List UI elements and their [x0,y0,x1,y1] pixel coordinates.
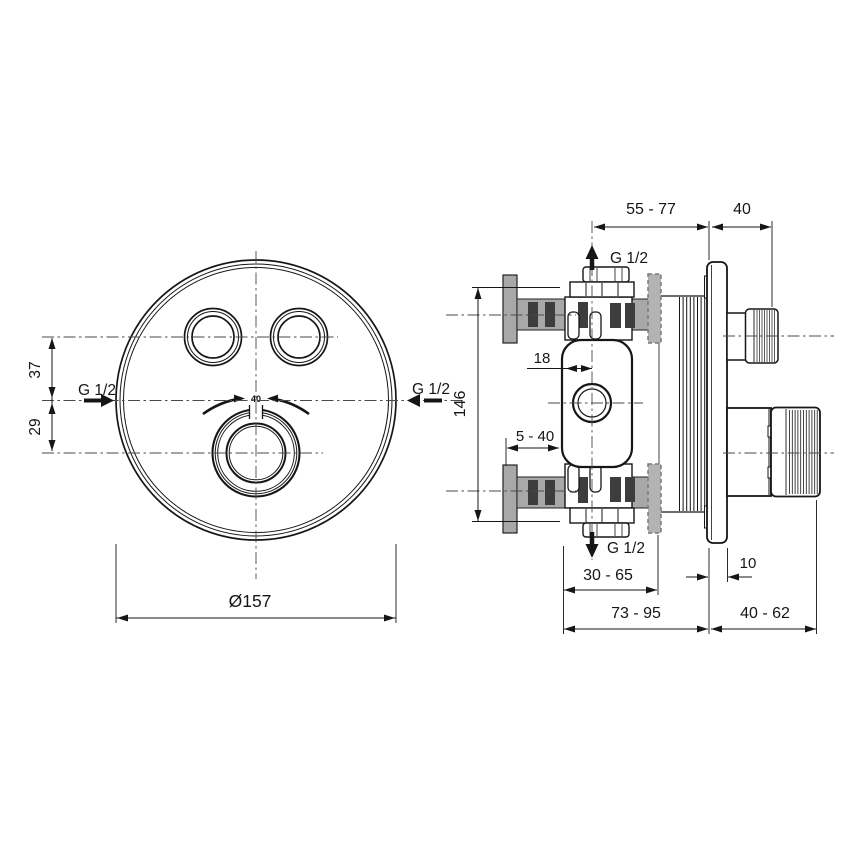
dim-10-label: 10 [740,555,757,572]
rotation-arrow-right-icon [267,394,310,416]
body-flange-bottom [564,463,635,509]
right-connection-label: G 1/2 [412,381,450,398]
dim-18-label: 18 [534,350,551,367]
threaded-sleeve [658,295,706,513]
faceplate [704,261,728,544]
top-connection-callout: G 1/2 [585,245,648,270]
dim-5-40-label: 5 - 40 [516,428,554,445]
body-flange-top [564,296,635,341]
dim-rough-in-depth: 55 - 77 [594,201,710,260]
wall-bracket-bottom [502,464,518,534]
dim-40-62-label: 40 - 62 [740,605,790,622]
wall-surface-marker-bottom [647,463,662,534]
left-connection-callout: G 1/2 [78,382,116,407]
dim-finish-wall-range: 30 - 65 [563,535,659,634]
dim-diameter: Ø157 [115,544,397,623]
valve-body [560,338,634,469]
dim-plate-thickness: 10 [686,548,756,634]
dim-button-spacing: 37 29 [27,338,56,451]
knurl-lines-large [789,410,818,494]
top-connection-label: G 1/2 [610,250,648,267]
left-arrow-icon [407,394,442,407]
union-nut-top [569,266,635,298]
front-view: 40 37 29 G 1/2 G 1 [27,251,463,623]
bottom-connection-callout: G 1/2 [585,532,645,558]
wall-surface-marker-top [647,273,662,344]
up-arrow-icon [585,245,599,270]
knob-temperature-mark: 40 [251,394,261,404]
dim-diameter-label: Ø157 [229,591,272,611]
dim-40-label: 40 [733,201,751,218]
wall-bracket-top [502,274,518,344]
right-connection-callout: G 1/2 [407,381,450,407]
bottom-connection-label: G 1/2 [607,540,645,557]
dim-55-77-label: 55 - 77 [626,201,676,218]
side-view: G 1/2 G 1/2 55 - 77 40 [446,201,834,634]
supply-pipe-top [516,298,660,331]
dim-height: 146 [452,287,560,522]
dim-29-label: 29 [27,418,44,435]
dim-30-65-label: 30 - 65 [583,567,633,584]
dim-bracket-range: 5 - 40 [505,428,559,466]
dim-73-95-label: 73 - 95 [611,605,661,622]
dim-handle-depth: 40 - 62 [711,500,817,634]
dim-146-label: 146 [452,391,469,418]
thread-lines [679,297,706,511]
down-arrow-icon [585,532,599,558]
dim-total-depth: 73 - 95 [564,605,708,633]
temperature-handle [726,406,821,498]
dim-outlet-offset: 18 [527,350,592,372]
union-nut-bottom [569,507,635,538]
dim-trim-depth: 40 [712,201,773,307]
right-arrow-icon [84,394,114,407]
side-centerlines [446,221,834,560]
dim-37-label: 37 [27,361,44,378]
left-connection-label: G 1/2 [78,382,116,399]
